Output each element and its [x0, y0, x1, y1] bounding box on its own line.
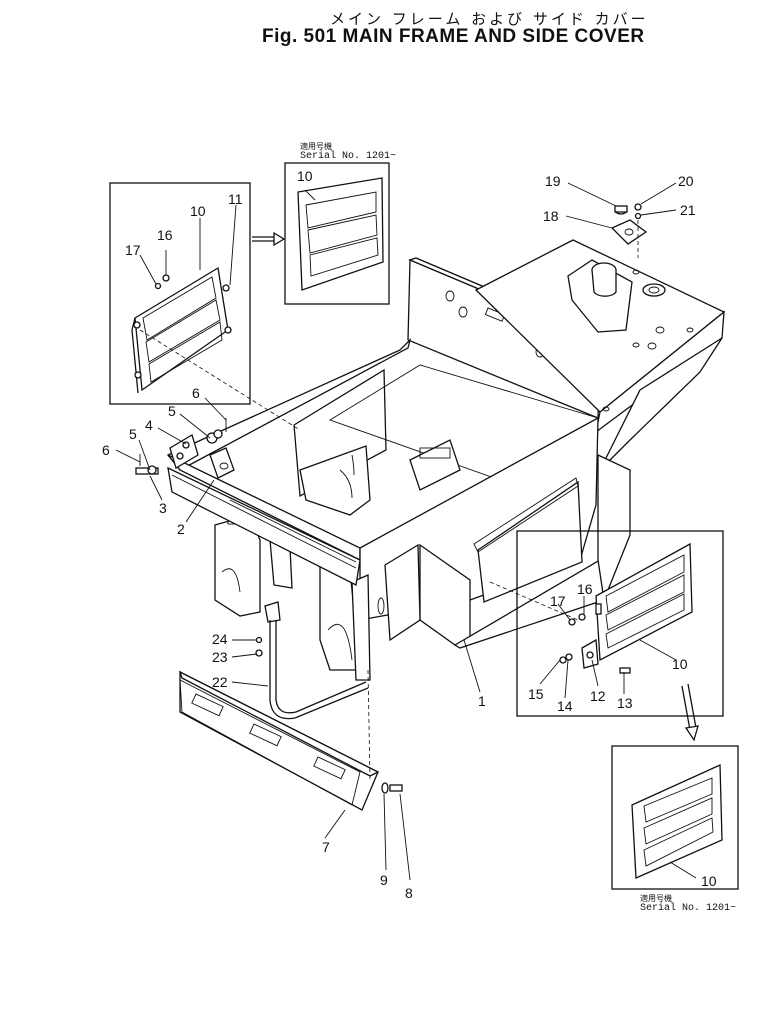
callout-5a: 5 [168, 403, 176, 419]
callout-10b: 10 [297, 168, 313, 184]
figure-title-japanese: メイン フレーム および サイド カバー [330, 10, 649, 28]
callout-5b: 5 [129, 426, 137, 442]
callout-23: 23 [212, 649, 228, 665]
callout-6b: 6 [102, 442, 110, 458]
arrow-to-bottom-inset [681, 683, 699, 742]
left-inset-box [109, 182, 251, 405]
leader-lines [115, 182, 697, 881]
callout-20: 20 [678, 173, 694, 189]
callout-16b: 16 [577, 581, 593, 597]
callout-9: 9 [380, 872, 388, 888]
callout-17a: 17 [125, 242, 141, 258]
front-cover [178, 669, 403, 811]
bottom-inset-serial-label-jp: 適用号機 [640, 894, 672, 903]
mounting-band [255, 620, 369, 720]
callout-11: 11 [228, 191, 243, 207]
top-inset-serial-label-jp: 適用号機 [300, 142, 332, 151]
right-inset-box [516, 530, 724, 717]
callout-7: 7 [322, 839, 330, 855]
bottom-inset-serial-label: Serial No. 1201~ [640, 903, 737, 914]
callout-14: 14 [557, 698, 573, 714]
callout-labels: 1 2 3 4 5 5 6 6 7 8 9 10 10 10 10 11 12 … [102, 168, 717, 901]
callout-4: 4 [145, 417, 153, 433]
callout-16a: 16 [157, 227, 173, 243]
fuel-cap-parts [610, 203, 648, 258]
top-inset-box [284, 162, 390, 305]
callout-13: 13 [617, 695, 633, 711]
callout-8: 8 [405, 885, 413, 901]
figure-title: Fig. 501 MAIN FRAME AND SIDE COVER [262, 26, 645, 47]
callout-2: 2 [177, 521, 185, 537]
arrow-to-top-inset [252, 231, 286, 247]
callout-1: 1 [478, 693, 486, 709]
callout-18: 18 [543, 208, 559, 224]
callout-21: 21 [680, 202, 696, 218]
callout-10a: 10 [190, 203, 206, 219]
callout-24: 24 [212, 631, 228, 647]
callout-3: 3 [159, 500, 167, 516]
callout-6a: 6 [192, 385, 200, 401]
callout-12: 12 [590, 688, 606, 704]
top-inset-serial-label: Serial No. 1201~ [300, 151, 397, 162]
callout-17b: 17 [550, 593, 566, 609]
callout-22: 22 [212, 674, 228, 690]
main-frame [135, 239, 726, 681]
bottom-inset-box [611, 745, 739, 890]
callout-10c: 10 [672, 656, 688, 672]
callout-15: 15 [528, 686, 544, 702]
callout-10d: 10 [701, 873, 717, 889]
callout-19: 19 [545, 173, 561, 189]
